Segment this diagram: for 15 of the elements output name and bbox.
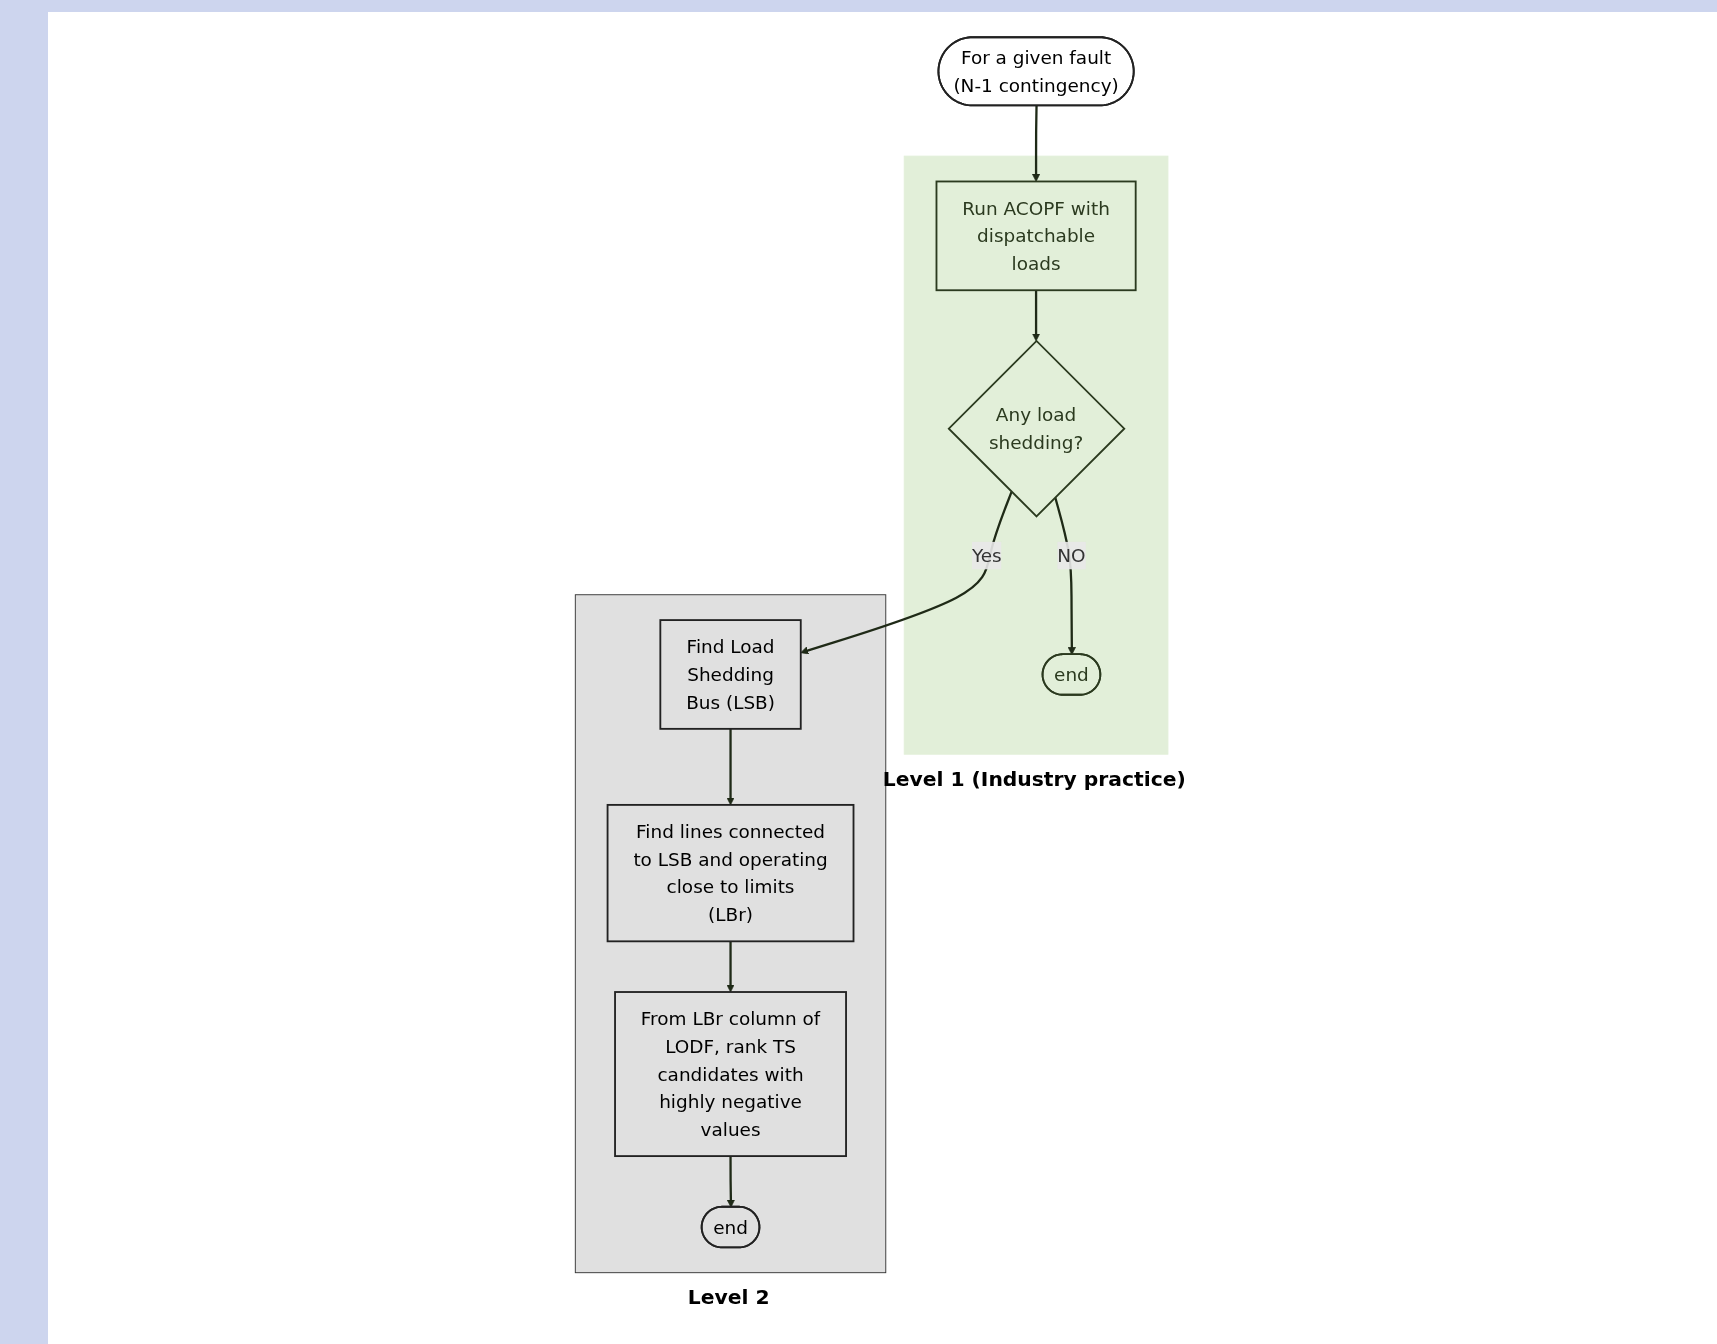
arrow [726, 941, 735, 993]
arrow [726, 1156, 736, 1208]
arrow [1032, 290, 1041, 342]
node-box: From LBr column of LODF, rank TS candidates with highly negative values [614, 991, 848, 1157]
edge-label: NO [1057, 544, 1086, 567]
cluster [903, 155, 1169, 755]
node-box: Run ACOPF with dispatchable loads [935, 180, 1137, 292]
node-box: Find Load Shedding Bus (LSB) [659, 619, 802, 730]
node-box: Find lines connected to LSB and operating close to limits (LBr) [606, 804, 855, 943]
arrow [726, 728, 735, 806]
arrow [1032, 105, 1041, 182]
node-label: Level 2 [687, 1285, 770, 1309]
node-diamond: Any load shedding? [947, 339, 1126, 518]
edge-label: Yes [972, 544, 1002, 567]
arrow [800, 491, 1013, 655]
